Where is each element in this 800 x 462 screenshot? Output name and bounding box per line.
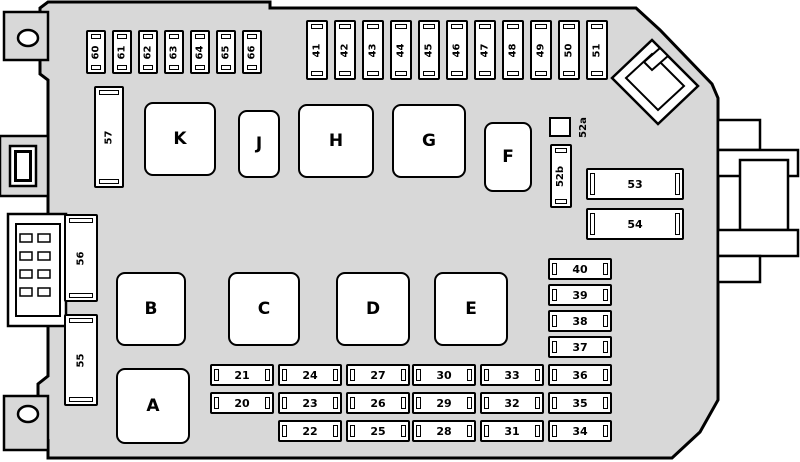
fuse-slot-52a <box>549 117 571 137</box>
fuse-38: 38 <box>548 310 612 332</box>
fuse-21: 21 <box>210 364 274 386</box>
fuse-30: 30 <box>412 364 476 386</box>
fuse-64: 64 <box>190 30 210 74</box>
fuse-46: 46 <box>446 20 468 80</box>
fuse-33: 33 <box>480 364 544 386</box>
fuse-63: 63 <box>164 30 184 74</box>
fuse-60: 60 <box>86 30 106 74</box>
left-connector-top <box>0 134 50 198</box>
fuse-37: 37 <box>548 336 612 358</box>
fuse-65: 65 <box>216 30 236 74</box>
fuse-52b: 52b <box>550 144 572 208</box>
fuse-45: 45 <box>418 20 440 80</box>
fuse-61: 61 <box>112 30 132 74</box>
fuse-62: 62 <box>138 30 158 74</box>
fuse-42: 42 <box>334 20 356 80</box>
fuse-47: 47 <box>474 20 496 80</box>
fuse-35: 35 <box>548 392 612 414</box>
relay-b: B <box>116 272 186 346</box>
fuse-50: 50 <box>558 20 580 80</box>
top-right-connector <box>610 38 700 126</box>
fuse-55: 55 <box>64 314 98 406</box>
fuse-57: 57 <box>94 86 124 188</box>
fuse-31: 31 <box>480 420 544 442</box>
mount-hole-bottom <box>16 404 40 424</box>
fuse-36: 36 <box>548 364 612 386</box>
fuse-51: 51 <box>586 20 608 80</box>
fuse-53: 53 <box>586 168 684 200</box>
fuse-39: 39 <box>548 284 612 306</box>
fuse-22: 22 <box>278 420 342 442</box>
fuse-29: 29 <box>412 392 476 414</box>
fuse-40: 40 <box>548 258 612 280</box>
relay-h: H <box>298 104 374 178</box>
relay-e: E <box>434 272 508 346</box>
fuse-23: 23 <box>278 392 342 414</box>
fuse-26: 26 <box>346 392 410 414</box>
relay-g: G <box>392 104 466 178</box>
fuse-41: 41 <box>306 20 328 80</box>
fuse-49: 49 <box>530 20 552 80</box>
fuse-43: 43 <box>362 20 384 80</box>
relay-j: J <box>238 110 280 178</box>
relay-d: D <box>336 272 410 346</box>
left-connector-bottom <box>6 212 68 328</box>
relay-c: C <box>228 272 300 346</box>
fuse-20: 20 <box>210 392 274 414</box>
right-connectors <box>716 118 800 284</box>
fuse-32: 32 <box>480 392 544 414</box>
fuse-25: 25 <box>346 420 410 442</box>
fuse-48: 48 <box>502 20 524 80</box>
fuse-56: 56 <box>64 214 98 302</box>
fuse-28: 28 <box>412 420 476 442</box>
relay-k: K <box>144 102 216 176</box>
fuse-44: 44 <box>390 20 412 80</box>
fuse-label-52a: 52a <box>577 117 589 138</box>
fuse-27: 27 <box>346 364 410 386</box>
relay-a: A <box>116 368 190 444</box>
fuse-34: 34 <box>548 420 612 442</box>
fuse-24: 24 <box>278 364 342 386</box>
fuse-54: 54 <box>586 208 684 240</box>
mount-hole-top <box>16 28 40 48</box>
fuse-66: 66 <box>242 30 262 74</box>
relay-f: F <box>484 122 532 192</box>
